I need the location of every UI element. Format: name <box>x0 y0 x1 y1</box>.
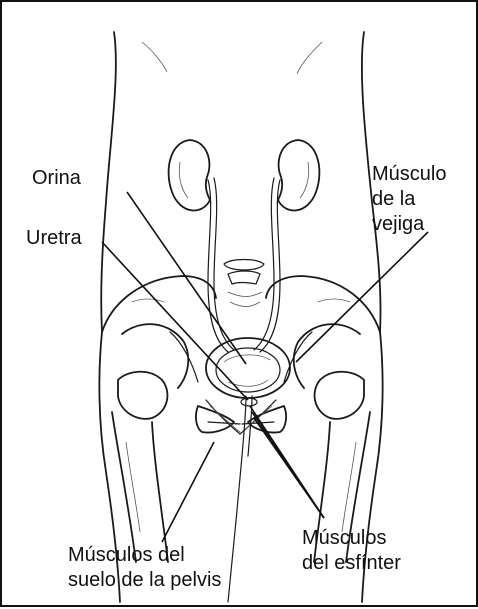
label-musculo-vejiga-line1: Músculo <box>372 162 446 187</box>
label-musculos-esfinter-line2: del esfínter <box>302 551 401 576</box>
right-kidney <box>278 140 319 210</box>
label-musculos-esfinter-line1: Músculos <box>302 526 386 551</box>
leader-lines <box>102 192 428 542</box>
label-orina: Orina <box>32 166 81 191</box>
left-kidney <box>169 140 210 210</box>
label-uretra: Uretra <box>26 226 82 251</box>
label-musculos-suelo-pelvis-line1: Músculos del <box>68 543 185 568</box>
label-musculos-suelo-pelvis-line2: suelo de la pelvis <box>68 568 221 593</box>
label-musculo-vejiga-line3: vejiga <box>372 212 424 237</box>
label-musculo-vejiga-line2: de la <box>372 187 415 212</box>
pelvis <box>102 276 380 562</box>
sacrum <box>224 260 264 307</box>
